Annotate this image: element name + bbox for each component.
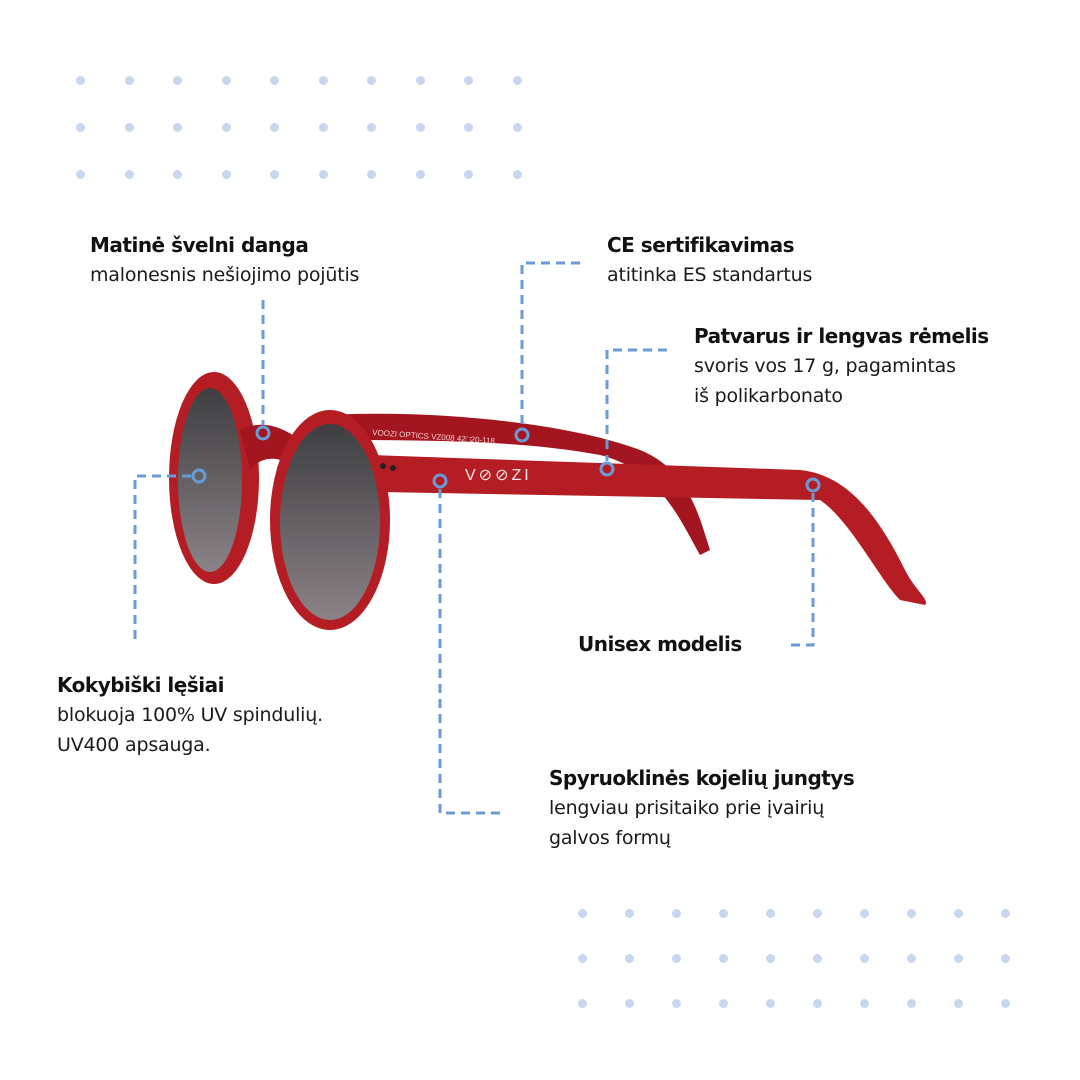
decorative-dot xyxy=(270,76,279,85)
decorative-dot xyxy=(860,954,869,963)
decorative-dot xyxy=(512,76,522,85)
decorative-dot xyxy=(860,999,869,1008)
decorative-dot xyxy=(76,123,85,132)
left-lens xyxy=(178,388,242,572)
callout-title: Matinė švelni danga xyxy=(90,233,309,257)
far-temple xyxy=(330,413,710,555)
decorative-dot xyxy=(766,909,775,918)
decorative-dot xyxy=(954,909,963,918)
callout-title: Spyruoklinės kojelių jungtys xyxy=(549,766,855,790)
near-temple xyxy=(370,455,926,605)
decorative-dot xyxy=(907,999,916,1008)
decorative-dot xyxy=(221,123,231,132)
decorative-dot xyxy=(415,123,425,132)
callout-desc: galvos formų xyxy=(549,827,671,849)
decorative-dot xyxy=(672,954,681,963)
decorative-dot xyxy=(367,76,376,85)
decorative-dot xyxy=(907,954,916,963)
decorative-dot xyxy=(124,76,134,85)
decorative-dot xyxy=(719,999,728,1008)
decorative-dot xyxy=(766,999,775,1008)
decorative-dot xyxy=(464,76,473,85)
callout-unisex: Unisex modelis xyxy=(578,629,742,659)
decorative-dot xyxy=(124,123,134,132)
decorative-dot xyxy=(813,909,822,918)
decorative-dot xyxy=(76,170,85,179)
decorative-dot xyxy=(1001,954,1010,963)
callout-matte-coating: Matinė švelni danga malonesnis nešiojimo… xyxy=(90,230,359,290)
callout-title: Kokybiški lęšiai xyxy=(57,673,224,697)
decorative-dot xyxy=(318,76,328,85)
decorative-dot xyxy=(1001,999,1010,1008)
decorative-dot xyxy=(672,909,681,918)
decorative-dot xyxy=(512,123,522,132)
callout-desc: blokuoja 100% UV spindulių. xyxy=(57,704,323,726)
decorative-dot xyxy=(415,170,425,179)
decorative-dot xyxy=(173,76,182,85)
decorative-dot xyxy=(625,954,634,963)
decorative-dot xyxy=(464,170,473,179)
decorative-dot xyxy=(625,909,634,918)
callout-desc: lengviau prisitaiko prie įvairių xyxy=(549,797,825,819)
decorative-dot xyxy=(367,123,376,132)
decorative-dot xyxy=(1001,909,1010,918)
decorative-dot xyxy=(578,909,587,918)
callout-desc: svoris vos 17 g, pagamintas xyxy=(694,355,956,377)
decorative-dot xyxy=(512,170,522,179)
decorative-dot xyxy=(954,999,963,1008)
callout-title: CE sertifikavimas xyxy=(607,233,795,257)
decorative-dot xyxy=(76,76,85,85)
callout-desc: iš polikarbonato xyxy=(694,385,843,407)
callout-desc: malonesnis nešiojimo pojūtis xyxy=(90,264,360,286)
callout-quality-lenses: Kokybiški lęšiai blokuoja 100% UV spindu… xyxy=(57,670,323,760)
decorative-dot xyxy=(954,954,963,963)
decorative-dot xyxy=(270,170,279,179)
callout-title: Unisex modelis xyxy=(578,632,742,656)
callout-desc: atitinka ES standartus xyxy=(607,264,813,286)
callout-ce-certification: CE sertifikavimas atitinka ES standartus xyxy=(607,230,812,290)
decorative-dot xyxy=(318,170,328,179)
decorative-dot xyxy=(907,909,916,918)
decorative-dot xyxy=(813,999,822,1008)
decorative-dot xyxy=(221,76,231,85)
callout-durable-frame: Patvarus ir lengvas rėmelis svoris vos 1… xyxy=(694,321,989,411)
callout-markers xyxy=(191,425,821,493)
right-lens xyxy=(280,424,380,620)
callout-spring-hinges: Spyruoklinės kojelių jungtys lengviau pr… xyxy=(549,763,855,853)
decorative-dot xyxy=(860,909,869,918)
decorative-dot xyxy=(719,954,728,963)
decorative-dot xyxy=(221,170,231,179)
decorative-dot xyxy=(719,909,728,918)
callout-desc: UV400 apsauga. xyxy=(57,734,211,756)
decorative-dot xyxy=(367,170,376,179)
decorative-dot xyxy=(625,999,634,1008)
decorative-dot xyxy=(270,123,279,132)
decorative-dot xyxy=(173,170,182,179)
brand-logo: V⊘⊘ZI xyxy=(465,467,532,484)
decorative-dot xyxy=(766,954,775,963)
decorative-dot xyxy=(578,999,587,1008)
decorative-dot xyxy=(578,954,587,963)
decorative-dot xyxy=(464,123,473,132)
callout-title: Patvarus ir lengvas rėmelis xyxy=(694,324,989,348)
decorative-dot xyxy=(415,76,425,85)
decorative-dot xyxy=(173,123,182,132)
decorative-dot xyxy=(318,123,328,132)
decorative-dot xyxy=(672,999,681,1008)
decorative-dot xyxy=(813,954,822,963)
decorative-dot xyxy=(124,170,134,179)
callout-connectors xyxy=(133,261,815,815)
